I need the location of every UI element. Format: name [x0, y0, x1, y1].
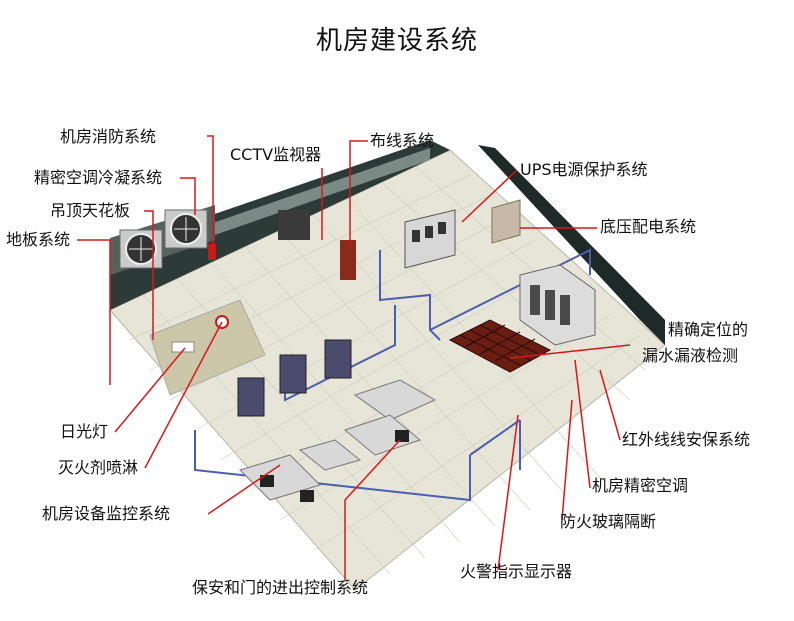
leader-precision-ac [574, 359, 591, 489]
ceiling-light [171, 341, 195, 353]
label-infrared-security: 红外线线安保系统 [622, 430, 751, 449]
label-ups: UPS电源保护系统 [520, 160, 648, 179]
leader-fluorescent-light [114, 347, 186, 433]
label-precision-ac: 机房精密空调 [592, 476, 689, 495]
label-cctv: CCTV监视器 [230, 145, 322, 164]
monitors [260, 430, 409, 502]
cabling-box [340, 240, 356, 280]
label-leak-detection-line2: 漏水漏液检测 [642, 346, 739, 365]
leader-ups [461, 169, 518, 223]
leader-leak-detection [509, 344, 631, 359]
leader-cabling [349, 140, 368, 245]
back-right-wall [478, 145, 665, 345]
leader-extinguisher [144, 321, 223, 469]
label-suspended-ceiling: 吊顶天花板 [50, 201, 131, 220]
leader-fire-glass [561, 399, 573, 521]
leader-precision-ac-condenser [180, 177, 196, 215]
label-leak-detection-line1: 精确定位的 [668, 320, 749, 339]
label-fire-glass: 防火玻璃隔断 [560, 512, 657, 531]
wall-panel [278, 210, 310, 240]
label-fluorescent-light: 日光灯 [60, 422, 109, 441]
leader-access-control [344, 439, 401, 580]
label-fire-alarm-display: 火警指示显示器 [460, 562, 573, 581]
leader-fire-protection [207, 135, 214, 255]
label-cabling: 布线系统 [370, 131, 435, 150]
leader-suspended-ceiling [144, 210, 154, 340]
fire-cylinder [208, 244, 216, 260]
condenser-fan-1 [119, 229, 163, 269]
leak-detection-grid [448, 319, 552, 373]
condenser-fan-2 [164, 209, 208, 249]
operator-desks [239, 379, 437, 501]
server-racks [237, 339, 352, 417]
label-fire-protection: 机房消防系统 [60, 127, 157, 146]
page-title: 机房建设系统 [315, 26, 478, 56]
label-precision-ac-condenser: 精密空调冷凝系统 [34, 168, 163, 187]
leader-infrared [599, 369, 621, 441]
label-extinguisher-spray: 灭火剂喷淋 [58, 458, 139, 477]
power-distribution-panel [491, 199, 521, 244]
leader-fire-alarm [497, 414, 519, 571]
label-equipment-monitoring: 机房设备监控系统 [42, 504, 171, 523]
label-low-voltage-power: 底压配电系统 [600, 217, 697, 236]
label-floor-system: 地板系统 [6, 230, 71, 249]
leader-equipment-monitoring [207, 464, 281, 515]
leader-floor-system [77, 239, 111, 385]
precision-ac-units [519, 264, 596, 346]
ups-cabinets [404, 209, 456, 269]
label-access-control: 保安和门的进出控制系统 [192, 578, 369, 597]
